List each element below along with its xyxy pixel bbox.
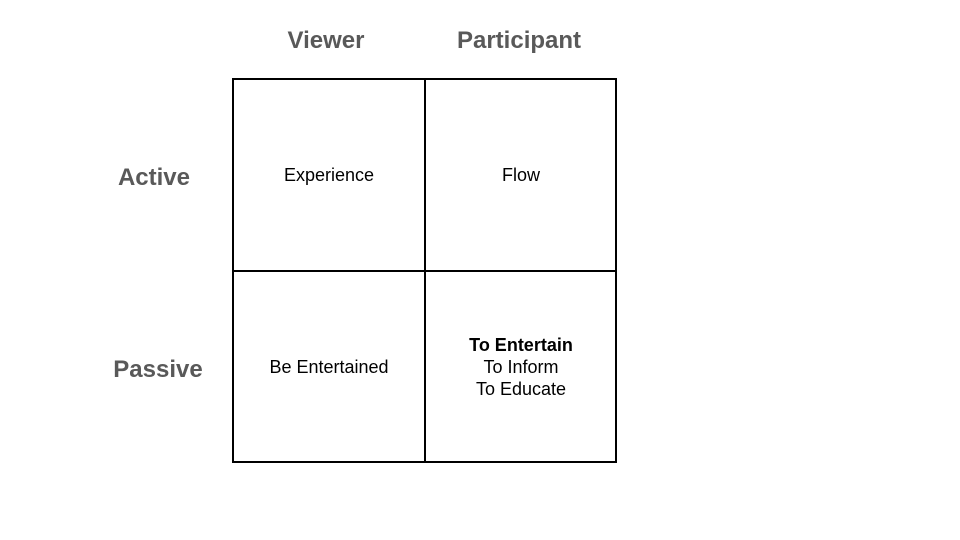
cell-passive-participant-line-1: To Entertain [469,335,573,355]
cell-active-viewer-label: Experience [283,165,375,185]
cell-passive-participant-line-2: To Inform [483,357,559,377]
quadrant-grid: Experience Flow Be Entertained To Entert… [232,78,617,463]
column-header-participant: Participant [456,27,582,54]
cell-active-participant: Flow [426,80,616,270]
row-header-active: Active [117,164,191,191]
cell-active-participant-label: Flow [501,165,540,185]
cell-passive-viewer-label: Be Entertained [269,357,389,377]
row-header-passive: Passive [113,356,203,383]
cell-passive-participant-line-3: To Educate [475,379,567,399]
column-header-viewer: Viewer [287,27,365,54]
cell-active-viewer: Experience [234,80,424,270]
horizontal-divider [234,270,615,272]
cell-passive-viewer: Be Entertained [234,272,424,462]
cell-passive-participant: To Entertain To Inform To Educate [426,272,616,462]
